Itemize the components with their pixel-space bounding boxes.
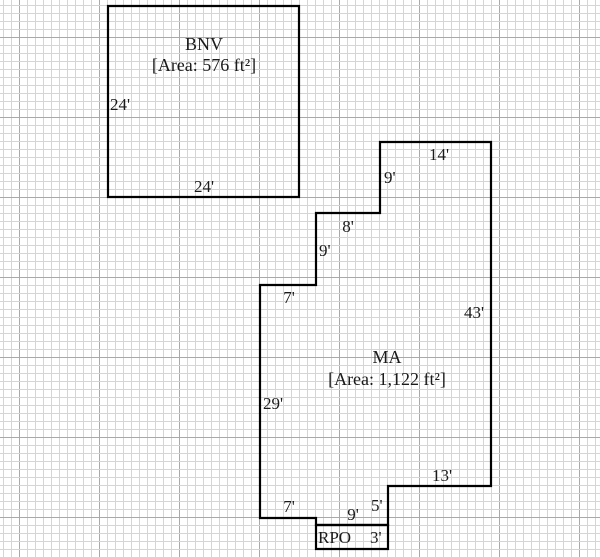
ma-area-label: [Area: 1,122 ft²] [328,369,446,389]
ma-dim-top: 14' [428,145,450,164]
ma-dim-bottom-right-vertical: 5' [371,496,383,515]
bnv-name: BNV [184,34,224,54]
rpo-dim-width: 3' [370,528,382,547]
bnv-area-label: [Area: 576 ft²] [151,55,257,75]
ma-dim-right-wall: 43' [464,303,485,322]
ma-name: MA [372,347,402,367]
rpo-name: RPO [318,528,352,547]
bnv-dim-bottom: 24' [193,177,215,196]
ma-dim-bottom-middle: 9' [347,505,359,524]
ma-dim-upper-step-vertical: 9' [384,168,396,187]
rpo-outline [314,523,390,551]
ma-dim-middle-step-horizontal: 8' [342,217,354,236]
bnv-outline [106,4,301,199]
bnv-dim-left: 24' [110,95,131,114]
ma-dim-lower-step-vertical: 9' [319,241,331,260]
ma-outline [258,140,493,527]
ma-dim-left-wall: 29' [263,394,284,413]
ma-dim-left-step-horizontal: 7' [283,288,295,307]
ma-dim-bottom-right-horizontal: 13' [431,466,453,485]
ma-dim-bottom-left-horizontal: 7' [283,497,295,516]
